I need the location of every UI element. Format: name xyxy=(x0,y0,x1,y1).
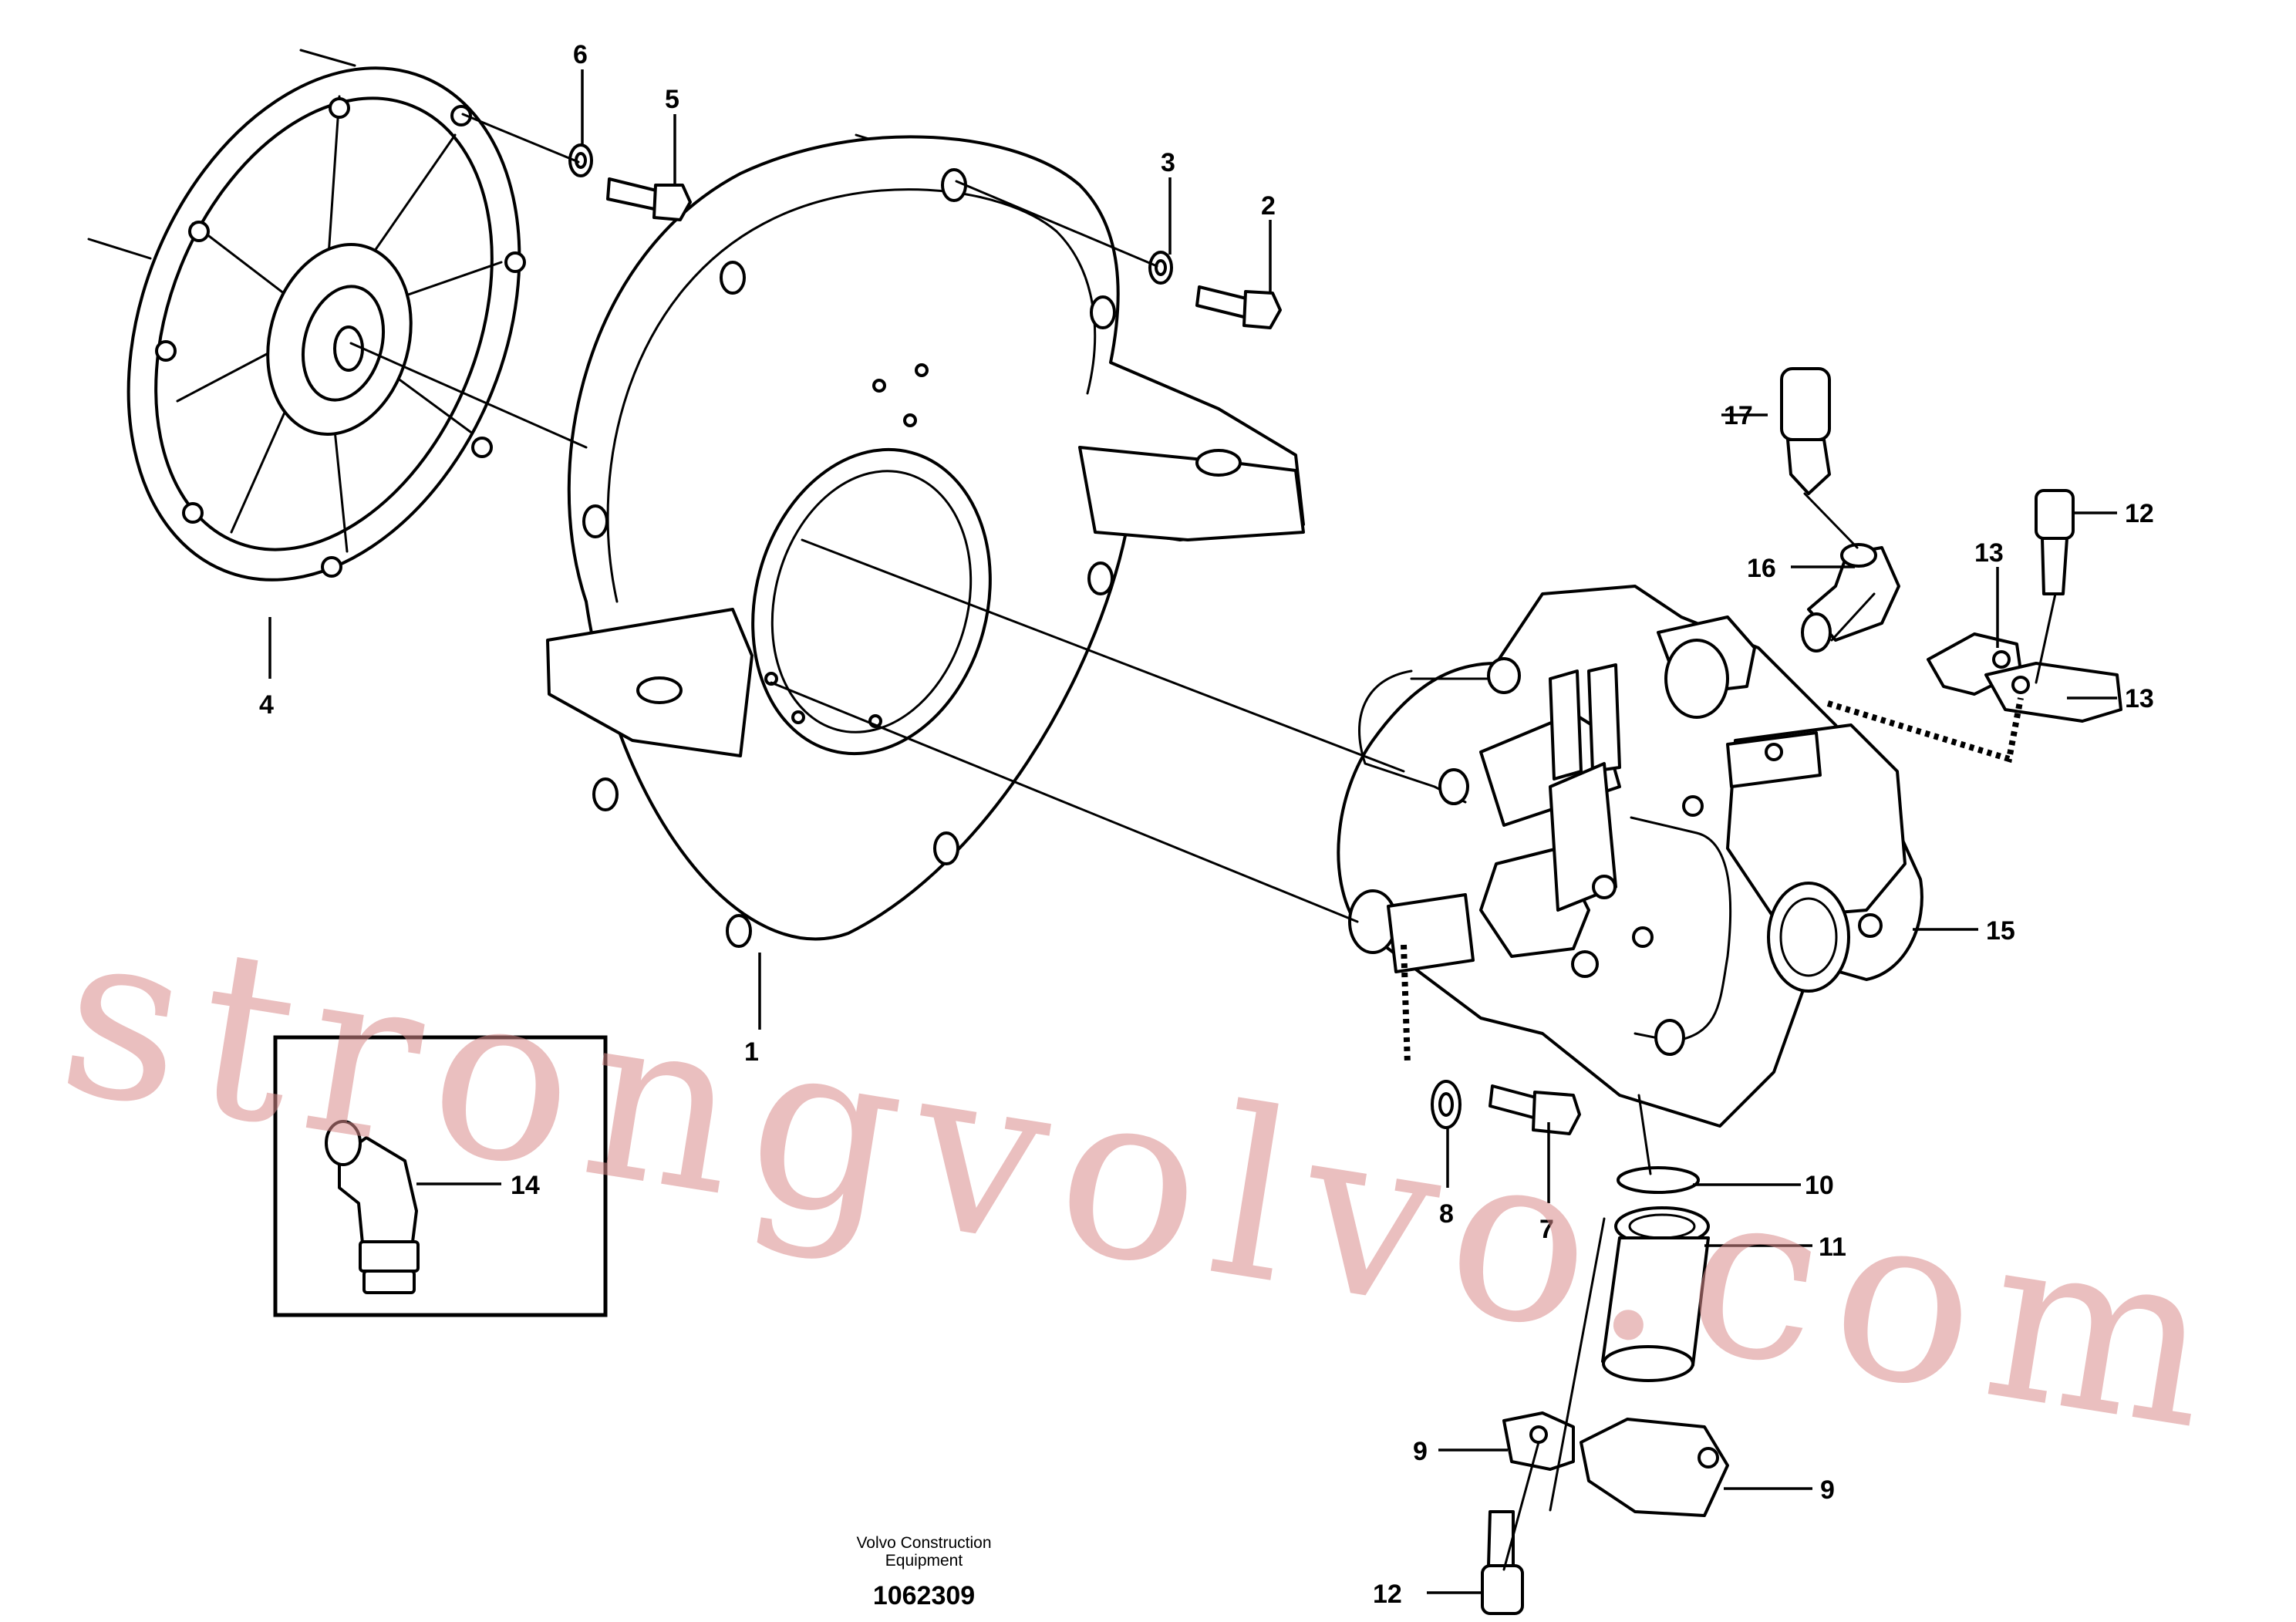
callout-2: 2 xyxy=(1261,191,1276,221)
callout-8: 8 xyxy=(1439,1199,1454,1229)
part-8-washer xyxy=(1431,1080,1462,1129)
watermark: strongvolvo.com xyxy=(46,875,2246,1483)
callout-12-upper: 12 xyxy=(2125,499,2154,528)
callout-1: 1 xyxy=(744,1037,759,1067)
callout-5: 5 xyxy=(665,85,679,114)
callout-6: 6 xyxy=(573,40,588,69)
part-10-o-ring xyxy=(1617,1166,1700,1194)
inset-box xyxy=(273,1035,608,1317)
part-13-clamp-lower xyxy=(1984,662,2122,723)
callout-9-right: 9 xyxy=(1820,1475,1835,1505)
part-9-flange-right xyxy=(1580,1418,1729,1517)
assembly-lines xyxy=(349,113,2057,1571)
footer: Volvo Construction Equipment 1062309 xyxy=(856,1534,991,1610)
callout-15: 15 xyxy=(1986,916,2015,946)
footer-line2: Equipment xyxy=(885,1552,963,1570)
callout-leaders xyxy=(268,69,2117,1594)
callout-13-upper: 13 xyxy=(1974,538,2004,568)
callout-16: 16 xyxy=(1747,554,1776,583)
part-7-bolt xyxy=(1489,1084,1581,1135)
callout-14: 14 xyxy=(511,1171,540,1200)
callout-12-lower: 12 xyxy=(1373,1580,1402,1609)
part-16-elbow xyxy=(1801,543,1900,653)
callout-11: 11 xyxy=(1819,1233,1846,1262)
callout-9-left: 9 xyxy=(1413,1437,1428,1466)
callout-3: 3 xyxy=(1161,148,1175,177)
part-12-screw-upper xyxy=(2035,489,2075,595)
part-2-bolt xyxy=(1195,285,1282,329)
callout-17: 17 xyxy=(1724,401,1753,430)
part-15-pump xyxy=(1337,585,1923,1128)
callout-labels: 6 5 3 2 4 1 17 12 13 16 13 15 14 8 10 7 … xyxy=(259,40,2154,1609)
part-1-housing-plate xyxy=(546,133,1305,948)
part-14-elbow-fitting xyxy=(325,1120,420,1294)
diagram-number: 1062309 xyxy=(873,1581,975,1610)
footer-line1: Volvo Construction xyxy=(856,1534,991,1552)
callout-7: 7 xyxy=(1539,1215,1554,1244)
callout-4: 4 xyxy=(259,690,274,720)
part-3-washer xyxy=(1148,251,1173,285)
part-4-spoked-cover xyxy=(87,49,526,582)
part-12-screw-lower xyxy=(1481,1510,1524,1615)
part-5-bolt xyxy=(606,177,692,221)
callout-13-lower: 13 xyxy=(2125,684,2154,713)
part-17-plug xyxy=(1780,367,1831,495)
callout-10: 10 xyxy=(1805,1171,1834,1200)
part-11-sleeve xyxy=(1601,1206,1710,1382)
